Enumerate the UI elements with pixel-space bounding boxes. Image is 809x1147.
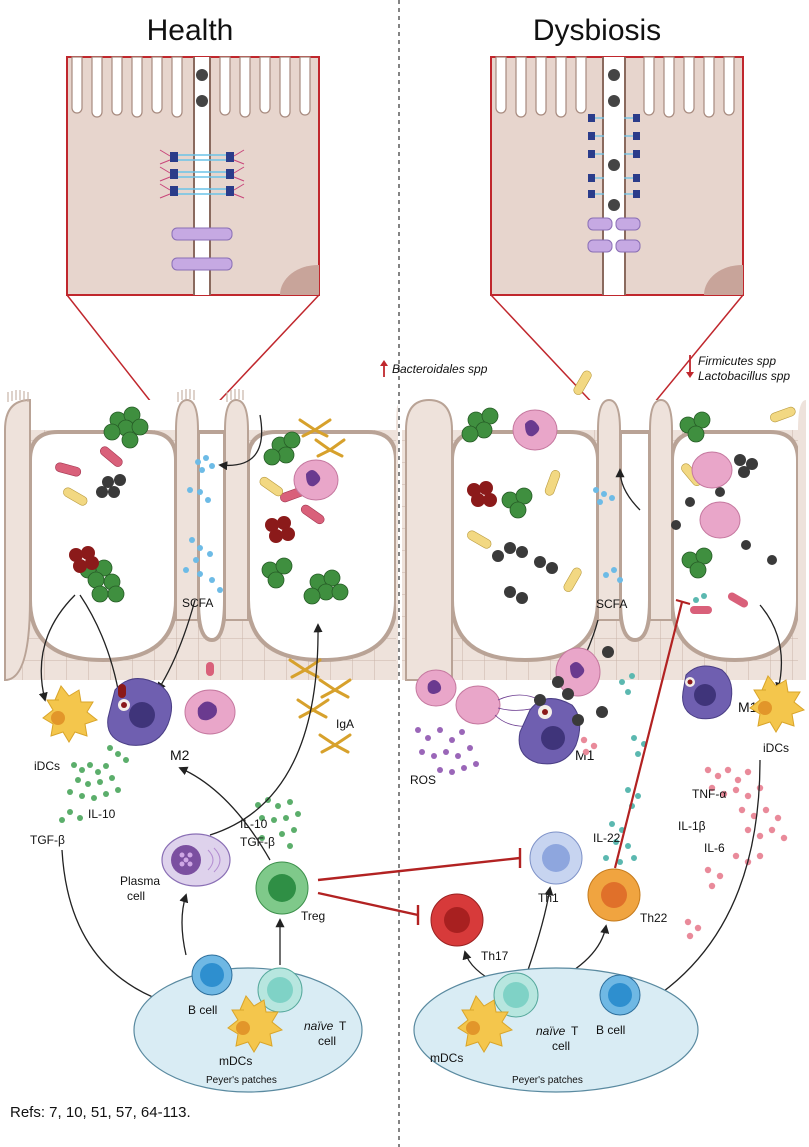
health-bcell-label: B cell — [188, 1003, 217, 1017]
dysbiosis-peyers-label: Peyer's patches — [512, 1075, 583, 1086]
dysbiosis-mdcs-label: mDCs — [430, 1051, 463, 1065]
health-tgfb-label-b: TGF-β — [240, 835, 275, 849]
health-microbes: SCFA — [55, 406, 349, 610]
bacteroidales-label: Bacteroidales spp — [392, 362, 488, 376]
health-naive-label-T: T — [339, 1019, 347, 1033]
dysbiosis-microbes: SCFA — [461, 370, 796, 614]
microbe-change-labels: Bacteroidales spp Firmicutes spp Lactoba… — [380, 354, 790, 383]
dysbiosis-il22-label: IL-22 — [593, 831, 621, 845]
dysbiosis-naive-label-2: cell — [552, 1039, 570, 1053]
dysbiosis-th22-label: Th22 — [640, 911, 668, 925]
dysbiosis-title: Dysbiosis — [533, 14, 661, 47]
health-scfa-label: SCFA — [182, 596, 213, 610]
dysbiosis-scfa-label: SCFA — [596, 597, 627, 611]
dysbiosis-junction-inset — [490, 56, 744, 444]
dysbiosis-il1b-label: IL-1β — [678, 819, 706, 833]
dysbiosis-ros-label: ROS — [410, 773, 436, 787]
health-iga-label: IgA — [336, 717, 354, 731]
health-peyers-label: Peyer's patches — [206, 1075, 277, 1086]
health-title: Health — [147, 14, 234, 47]
health-peyers-patch: B cell naïve T cell mDCs Peyer's patches — [133, 954, 363, 1093]
health-lamina-propria: iDCs M2 IgA IL-10 TGF-β — [30, 414, 522, 1016]
firmicutes-label: Firmicutes spp — [698, 354, 776, 368]
health-idc — [42, 685, 99, 743]
dysbiosis-naive-label-1: naïve — [536, 1024, 566, 1038]
health-treg-label: Treg — [301, 909, 325, 923]
dysbiosis-idc — [749, 675, 806, 733]
lactobacillus-label: Lactobacillus spp — [698, 369, 790, 383]
health-junction-inset — [66, 56, 320, 449]
health-plasma-label-2: cell — [127, 889, 145, 903]
health-naive-label-1: naïve — [304, 1019, 334, 1033]
health-iga — [288, 658, 352, 754]
dysbiosis-th17-label: Th17 — [481, 949, 509, 963]
dysbiosis-epithelium — [402, 398, 806, 681]
health-il10-label-b: IL-10 — [240, 817, 268, 831]
health-il10-label-a: IL-10 — [88, 807, 116, 821]
dysbiosis-bcell-label: B cell — [596, 1023, 625, 1037]
dysbiosis-m1-label-a: M1 — [575, 747, 595, 763]
references: Refs: 7, 10, 51, 57, 64-113. — [10, 1104, 191, 1121]
dysbiosis-lamina-propria: M1 M1 ROS iDCs IL-22 — [410, 468, 806, 1054]
dysbiosis-il6-label: IL-6 — [704, 841, 725, 855]
dysbiosis-m1-label-b: M1 — [738, 699, 758, 715]
health-naive-label-2: cell — [318, 1034, 336, 1048]
dysbiosis-peyers-patch: naïve T cell B cell mDCs Peyer's patches — [413, 967, 699, 1093]
health-idcs-label: iDCs — [34, 759, 60, 773]
health-plasma-label-1: Plasma — [120, 874, 160, 888]
health-mdcs-label: mDCs — [219, 1054, 252, 1068]
dysbiosis-tnfa-label: TNF-α — [692, 787, 726, 801]
dysbiosis-naive-label-T: T — [571, 1024, 579, 1038]
health-m2-label: M2 — [170, 747, 190, 763]
health-epithelium — [4, 389, 398, 682]
health-tgfb-label-a: TGF-β — [30, 833, 65, 847]
dysbiosis-idcs-label: iDCs — [763, 741, 789, 755]
